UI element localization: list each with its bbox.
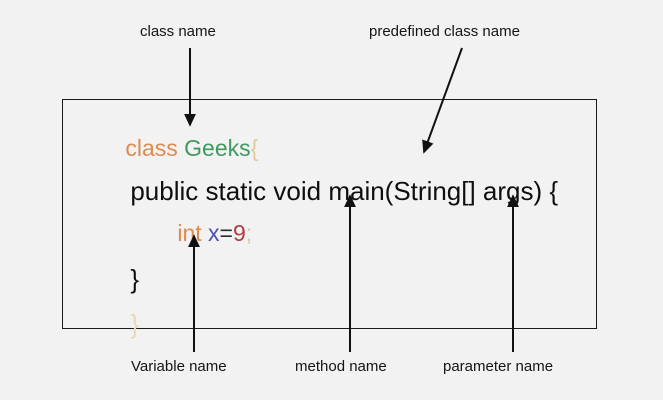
- token-close-brace-class: }: [130, 309, 140, 339]
- code-line-class-declaration: class Geeks{: [87, 114, 258, 183]
- code-line-variable-declaration: int x=9;: [139, 199, 252, 268]
- annotation-label-parameter-name: parameter name: [443, 358, 554, 375]
- code-block-box: class Geeks{ public static void main(Str…: [62, 99, 597, 337]
- token-keyword-int: int: [177, 220, 202, 246]
- annotation-label-class-name: class name: [140, 23, 216, 40]
- token-open-brace: {: [250, 135, 259, 161]
- token-keyword-class: class: [125, 135, 178, 161]
- annotation-label-predefined-class-name: predefined class name: [369, 23, 520, 40]
- code-line-close-method-brace: }: [87, 240, 139, 318]
- token-close-brace-method: }: [130, 264, 140, 294]
- annotation-label-variable-name: Variable name: [131, 358, 227, 375]
- code-line-close-class-brace: }: [87, 285, 139, 363]
- token-class-name-geeks: Geeks: [184, 135, 251, 161]
- token-operator-assign: =: [219, 220, 233, 246]
- token-semicolon: ;: [245, 220, 253, 246]
- token-variable-x: x: [208, 220, 220, 246]
- token-number-9: 9: [232, 220, 246, 246]
- annotation-label-method-name: method name: [295, 358, 387, 375]
